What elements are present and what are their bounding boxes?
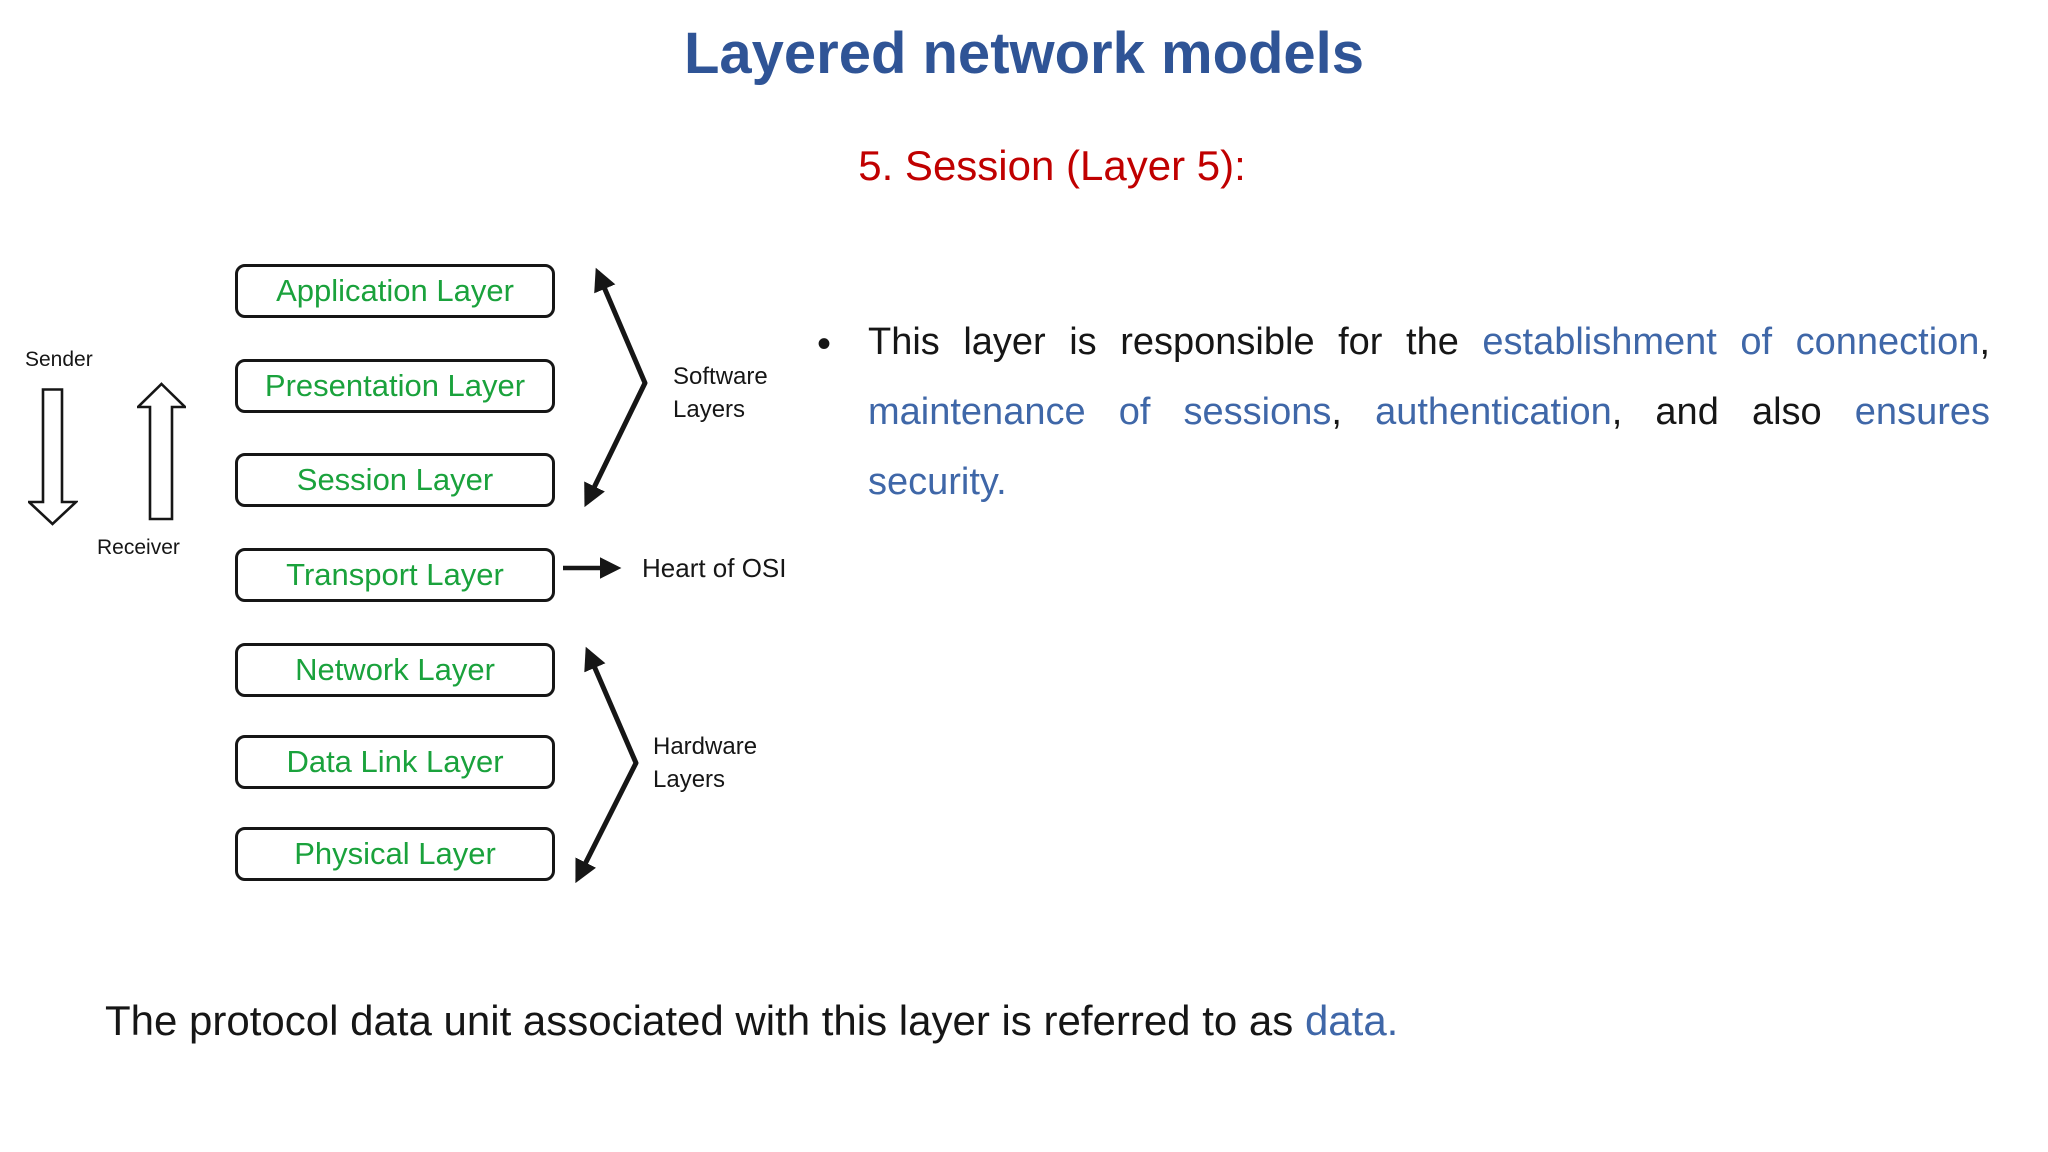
layer-box-transport: Transport Layer <box>235 548 555 602</box>
text-segment: , and also <box>1611 391 1855 433</box>
text-segment: data. <box>1304 997 1399 1044</box>
receiver-label: Receiver <box>97 536 180 559</box>
page-title: Layered network models <box>683 21 1365 86</box>
layer-box-network: Network Layer <box>235 643 555 697</box>
bullet-line: security. <box>868 447 1990 517</box>
layer-label: Session Layer <box>296 462 494 497</box>
text-segment: establishment of connection <box>1482 321 1980 363</box>
text-segment: , <box>1331 391 1376 433</box>
bullet-line: This layer is responsible for the establ… <box>868 307 1990 377</box>
text-segment: authentication <box>1375 391 1612 433</box>
bullet-line: maintenance of sessions, authentication,… <box>868 377 1990 447</box>
layer-box-physical: Physical Layer <box>235 827 555 881</box>
text-segment: This layer is responsible for the <box>868 321 1483 363</box>
heart-of-osi-arrow-icon <box>563 557 622 579</box>
hardware-layers-label: Hardware Layers <box>653 733 758 793</box>
bullet-marker: • <box>817 322 832 366</box>
text-segment: , <box>1979 321 1990 363</box>
sender-down-arrow-icon <box>28 388 78 526</box>
software-layers-bracket-icon <box>584 267 648 508</box>
session-bullet-text: This layer is responsible for the establ… <box>868 307 1990 517</box>
receiver-up-arrow-icon <box>137 382 186 521</box>
layer-label: Network Layer <box>295 652 495 687</box>
text-segment: maintenance of sessions <box>868 391 1332 433</box>
text-segment: The protocol data unit associated with t… <box>105 997 1305 1044</box>
sender-label: Sender <box>25 348 93 371</box>
software-layers-label: Software Layers <box>673 363 768 423</box>
layer-box-datalink: Data Link Layer <box>235 735 555 789</box>
pdu-note: The protocol data unit associated with t… <box>105 995 1398 1047</box>
layer-box-presentation: Presentation Layer <box>235 359 555 413</box>
text-segment: security. <box>868 461 1007 503</box>
layer-box-application: Application Layer <box>235 264 555 318</box>
layer-label: Physical Layer <box>294 836 496 871</box>
layer-box-session: Session Layer <box>235 453 555 507</box>
hardware-layers-bracket-icon <box>575 646 639 884</box>
layer-label: Transport Layer <box>286 557 504 592</box>
section-heading: 5. Session (Layer 5): <box>858 142 1246 189</box>
heart-of-osi-label: Heart of OSI <box>642 553 787 583</box>
layer-label: Application Layer <box>276 273 514 308</box>
layer-label: Presentation Layer <box>264 368 526 403</box>
layer-label: Data Link Layer <box>286 744 504 779</box>
text-segment: ensures <box>1854 391 1990 433</box>
